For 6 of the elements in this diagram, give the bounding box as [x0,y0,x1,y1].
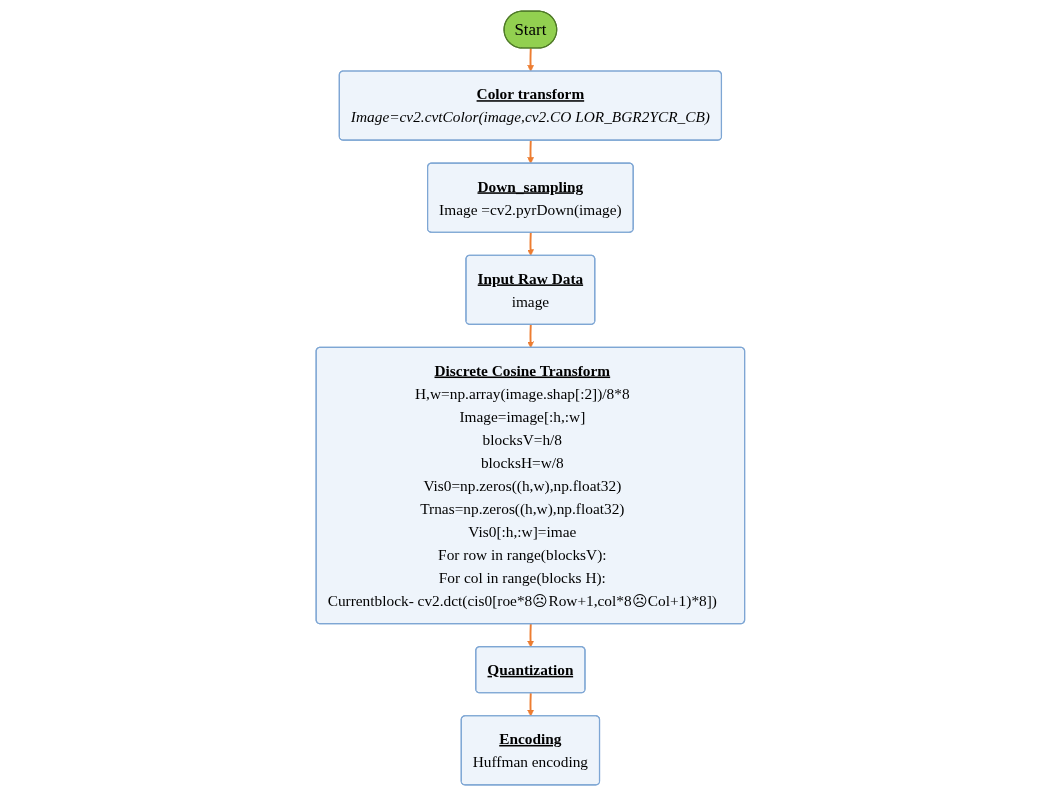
arrow [527,231,535,256]
arrow [527,139,535,164]
arrow [527,623,535,648]
arrow [527,692,535,717]
arrow [527,323,535,349]
arrow [527,47,535,72]
